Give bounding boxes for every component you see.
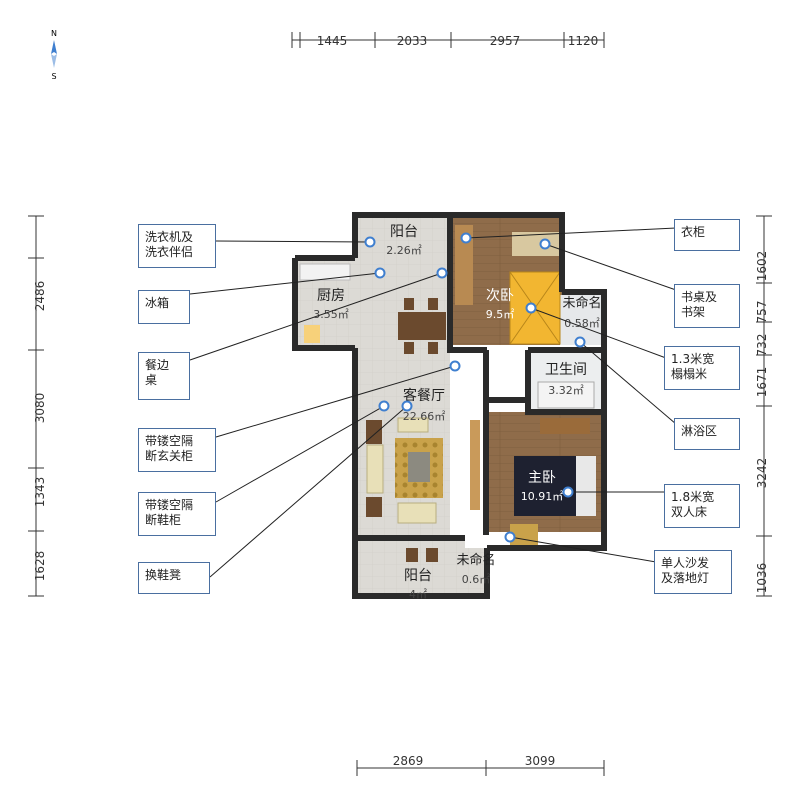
marker-washer [364,236,376,248]
room-area-living-dining: 22.66㎡ [403,410,446,423]
ottoman [397,417,429,433]
marker-tatami [525,302,537,314]
room-name-second-bedroom: 次卧 [486,288,514,304]
marker-shower [574,336,586,348]
stove [304,325,320,343]
dim-left-1: 2486 [33,281,47,312]
double-bed-shape [514,456,578,516]
compass: N S [51,29,57,81]
room-name-balcony-north: 阳台 [390,224,418,240]
callout-double-bed[interactable]: 1.8米宽 双人床 [664,484,740,528]
dining-chair [404,298,414,310]
compass-south-label: S [51,72,56,81]
room-area-master-bedroom: 10.91㎡ [521,490,564,503]
wardrobe-shape [455,225,473,305]
room-name-living-dining: 客餐厅 [403,387,445,404]
dimension-left [28,215,44,597]
callout-fridge[interactable]: 冰箱 [138,290,190,324]
callout-partition-shoe[interactable]: 带镂空隔 断鞋柜 [138,492,216,536]
callout-partition-entry[interactable]: 带镂空隔 断玄关柜 [138,428,216,472]
compass-needle-south [51,54,57,68]
callout-sideboard[interactable]: 餐边 桌 [138,352,190,400]
marker-double-bed [562,486,574,498]
dim-top-4: 1120 [568,34,599,48]
dim-right-6: 1036 [755,563,769,594]
marker-partition-shoe [378,400,390,412]
kitchen-counter [299,263,351,281]
compass-needle-north [51,40,57,54]
room-labels: 阳台 2.26㎡ 次卧 9.5㎡ 未命名 0.58㎡ 厨房 3.55㎡ 卫生间 … [313,224,601,601]
dimension-bottom [356,760,605,776]
dim-left-4: 1628 [33,551,47,582]
marker-shoe-bench [401,400,413,412]
dim-top-3: 2957 [490,34,521,48]
balcony-south-floor [355,538,465,596]
armchair [397,502,437,524]
marker-partition-entry [449,360,461,372]
callout-washer[interactable]: 洗衣机及 洗衣伴侣 [138,224,216,268]
balcony-chair [406,548,418,562]
dining-table [398,312,446,340]
marker-wardrobe [460,232,472,244]
unnamed-2-floor [465,548,487,596]
room-area-unnamed-2: 0.6㎡ [462,573,491,586]
callout-shoe-bench[interactable]: 换鞋凳 [138,562,210,594]
marker-sideboard [436,267,448,279]
dim-top-1: 1445 [317,34,348,48]
room-name-balcony-south: 阳台 [404,568,432,584]
dining-chair [428,298,438,310]
room-name-kitchen: 厨房 [317,288,345,304]
dim-bottom-2: 3099 [525,754,556,768]
room-name-unnamed-1: 未命名 [562,295,601,311]
room-name-master-bedroom: 主卧 [528,470,556,486]
compass-north-label: N [51,29,57,38]
dining-chair [428,342,438,354]
room-area-balcony-north: 2.26㎡ [386,244,422,257]
room-area-second-bedroom: 9.5㎡ [486,308,515,321]
dim-bottom-1: 2869 [393,754,424,768]
dim-right-2: 757 [755,301,769,324]
desk-shape [512,232,560,256]
callout-sofa-lamp[interactable]: 单人沙发 及落地灯 [654,550,732,594]
walls [292,212,607,599]
dim-right-5: 3242 [755,458,769,489]
callout-desk[interactable]: 书桌及 书架 [674,284,740,328]
callout-tatami[interactable]: 1.3米宽 榻榻米 [664,346,740,390]
dim-left-3: 1343 [33,477,47,508]
shower-area [537,381,595,409]
callout-shower[interactable]: 淋浴区 [674,418,740,450]
bed-pillows [576,456,596,516]
leader-lines [189,227,677,578]
dimension-right [756,215,772,597]
furniture [299,225,596,562]
tv-cabinet [540,418,590,434]
dimension-top [291,32,605,48]
tv-stand [470,420,480,510]
coffee-table [408,452,430,482]
dim-top-2: 2033 [397,34,428,48]
side-table [366,497,382,517]
markers [364,232,586,543]
room-area-unnamed-1: 0.58㎡ [564,317,600,330]
dim-left-2: 3080 [33,393,47,424]
callout-wardrobe[interactable]: 衣柜 [674,219,740,251]
room-area-balcony-south: 4㎡ [409,588,427,601]
side-table [366,420,382,444]
dim-right-4: 1671 [755,367,769,398]
room-name-bathroom: 卫生间 [545,362,587,378]
balcony-chair [426,548,438,562]
room-name-unnamed-2: 未命名 [456,552,495,568]
marker-desk [539,238,551,250]
marker-sofa-lamp [504,531,516,543]
room-area-bathroom: 3.32㎡ [548,384,584,397]
dim-right-3: 732 [755,334,769,357]
sofa [366,444,384,494]
room-area-kitchen: 3.55㎡ [313,308,349,321]
dining-chair [404,342,414,354]
dim-right-1: 1602 [755,251,769,282]
marker-fridge [374,267,386,279]
